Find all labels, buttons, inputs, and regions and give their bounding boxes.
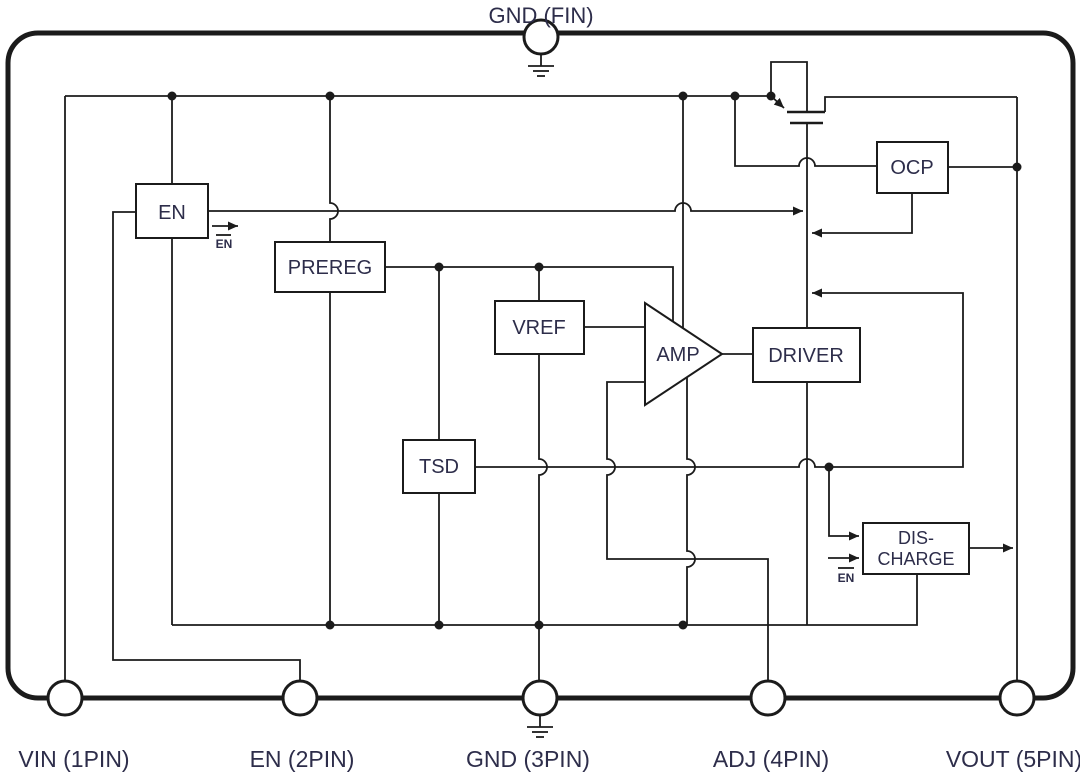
prereg-feed-wire bbox=[329, 96, 339, 242]
function-blocks: EN PREREG VREF TSD AMP DRIVER OCP DIS- C… bbox=[135, 141, 970, 575]
vref-block-box bbox=[494, 300, 585, 355]
en-pin-label: EN (2PIN) bbox=[250, 746, 355, 772]
tsd-block-box bbox=[402, 439, 476, 494]
discharge-block-box bbox=[862, 522, 970, 575]
gnd-pin-label: GND (3PIN) bbox=[466, 746, 590, 772]
fet-body-loop-wire bbox=[770, 61, 808, 112]
amp-triangle bbox=[644, 301, 724, 407]
driver-block-box bbox=[752, 327, 861, 383]
junction-dot bbox=[824, 462, 834, 472]
ocp-to-gate-wire bbox=[812, 193, 913, 238]
junction-dots bbox=[167, 91, 1022, 630]
vref-block-label: VREF bbox=[512, 317, 565, 339]
junction-dot bbox=[678, 91, 688, 101]
adj-feedback-wire bbox=[606, 381, 769, 681]
ground-symbol-top bbox=[528, 54, 554, 77]
ocp-block-box bbox=[876, 141, 949, 194]
junction-dot bbox=[167, 91, 177, 101]
discharge-label-line1: DIS- bbox=[898, 528, 934, 548]
junction-dot bbox=[325, 620, 335, 630]
wires bbox=[64, 61, 1018, 681]
pin-labels: GND (FIN) VIN (1PIN) EN (2PIN) GND (3PIN… bbox=[18, 3, 1080, 772]
en-block-box bbox=[135, 183, 209, 239]
fet-drain-wire bbox=[824, 96, 1017, 112]
en-pin-circle bbox=[281, 679, 319, 717]
junction-dot bbox=[1012, 162, 1022, 172]
ground-symbol-bottom bbox=[527, 715, 553, 738]
junction-dot bbox=[534, 262, 544, 272]
ic-body-outline bbox=[5, 30, 1076, 701]
en-bar-signal-label-discharge: EN bbox=[838, 571, 855, 585]
discharge-input1-wire bbox=[828, 467, 859, 541]
prereg-block-label: PREREG bbox=[288, 257, 372, 279]
gnd-pin-circle bbox=[521, 679, 559, 717]
tsd-block-label: TSD bbox=[419, 456, 459, 478]
ground-bus-wire bbox=[172, 574, 918, 626]
pass-transistor-icon bbox=[787, 110, 825, 125]
junction-dot bbox=[434, 620, 444, 630]
en-pin-input-wire bbox=[112, 211, 301, 681]
en-bar-signal-label: EN bbox=[216, 237, 233, 251]
en-to-gate-wire bbox=[208, 202, 803, 216]
amp-label: AMP bbox=[656, 344, 699, 366]
package-pins bbox=[46, 18, 1036, 738]
adj-pin-label: ADJ (4PIN) bbox=[713, 746, 829, 772]
junction-dot bbox=[325, 91, 335, 101]
amp-ground-wire bbox=[686, 377, 696, 625]
adj-pin-circle bbox=[749, 679, 787, 717]
ocp-block-label: OCP bbox=[890, 157, 933, 179]
junction-dot bbox=[678, 620, 688, 630]
driver-block-label: DRIVER bbox=[768, 345, 844, 367]
ocp-feed-wire bbox=[734, 96, 877, 167]
vout-pin-label: VOUT (5PIN) bbox=[946, 746, 1080, 772]
vout-pin-circle bbox=[998, 679, 1036, 717]
junction-dot bbox=[434, 262, 444, 272]
vin-pin-label: VIN (1PIN) bbox=[18, 746, 129, 772]
junction-dot bbox=[730, 91, 740, 101]
junction-dot bbox=[766, 91, 776, 101]
junction-dot bbox=[534, 620, 544, 630]
discharge-label-line2: CHARGE bbox=[877, 549, 954, 569]
prereg-output-wire bbox=[385, 266, 674, 322]
vin-pin-circle bbox=[46, 679, 84, 717]
vref-ground-wire bbox=[538, 354, 548, 625]
en-block-label: EN bbox=[158, 202, 186, 224]
prereg-block-box bbox=[274, 241, 386, 293]
tsd-to-gate-wire bbox=[475, 288, 964, 468]
gnd-fin-pin-label: GND (FIN) bbox=[488, 3, 593, 28]
